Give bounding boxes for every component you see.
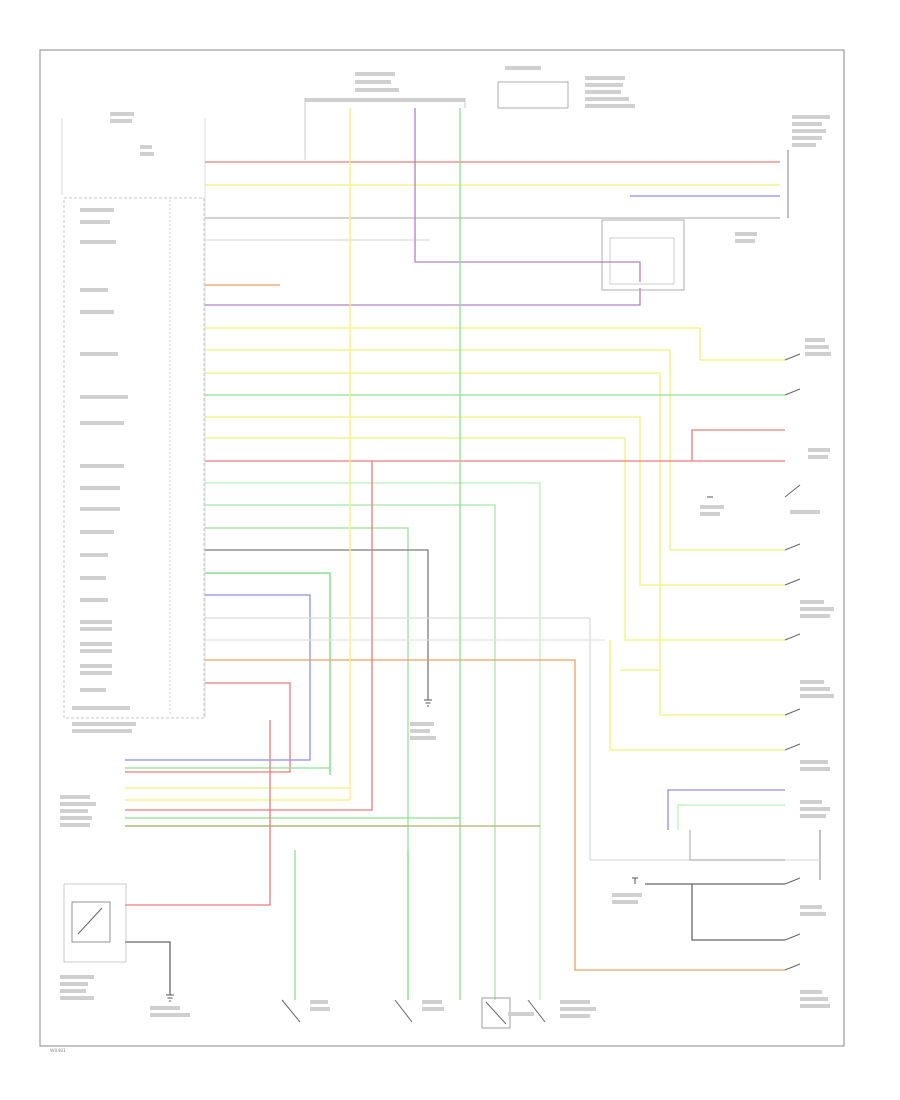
wire-gray-trunk-key-ground (125, 941, 171, 995)
control-unit-pin-labels (72, 112, 154, 733)
wire-red-trunk-key (125, 720, 271, 906)
bottom-component-labels (60, 722, 596, 1018)
wire-purple-loop (414, 108, 641, 282)
wire-green-5 (205, 572, 331, 775)
wire-red-10 (125, 682, 291, 773)
footer-code: W0481 (50, 1048, 66, 1054)
wire-blue-hood (667, 789, 785, 830)
ignition-switch-box (497, 66, 635, 109)
wire-yellow-right-vert (609, 640, 785, 751)
trunk-key-cylinder-switch (63, 883, 127, 963)
diagram-frame (39, 49, 845, 1047)
wire-lightgray-7 (205, 617, 820, 861)
wire-yellow-2 (205, 349, 785, 551)
under-dash-fuse-box (304, 72, 466, 160)
wire-ltgreen-hood (677, 804, 785, 830)
wire-gray-hood (689, 830, 785, 861)
wire-ltgreen-1 (205, 482, 541, 1000)
wire-yellow-6 (205, 437, 785, 641)
wire-yellow-3 (205, 372, 785, 716)
wire-gray-vert-right (691, 884, 785, 941)
wire-purple-horn (205, 288, 641, 306)
right-component-labels (612, 115, 834, 1008)
relay-inner-box (609, 237, 675, 285)
wire-green-3 (205, 527, 409, 1000)
ground-symbols (166, 496, 713, 1002)
security-relay-box (601, 219, 685, 291)
wire-gray-ground (205, 549, 429, 700)
right-door-switches (784, 353, 801, 971)
wires (125, 108, 820, 1000)
wire-red-vert (125, 461, 373, 811)
wire-ltgreen-2 (205, 504, 496, 1000)
wire-yellow-5 (205, 416, 785, 586)
wire-red-trunk-branch (691, 429, 785, 461)
wire-yellow-1 (205, 327, 785, 361)
wire-blue-6 (125, 594, 311, 761)
multiplex-control-unit-box (63, 197, 205, 719)
wire-orange-9 (205, 659, 785, 971)
wire-yellow-vert-1 (125, 108, 351, 801)
